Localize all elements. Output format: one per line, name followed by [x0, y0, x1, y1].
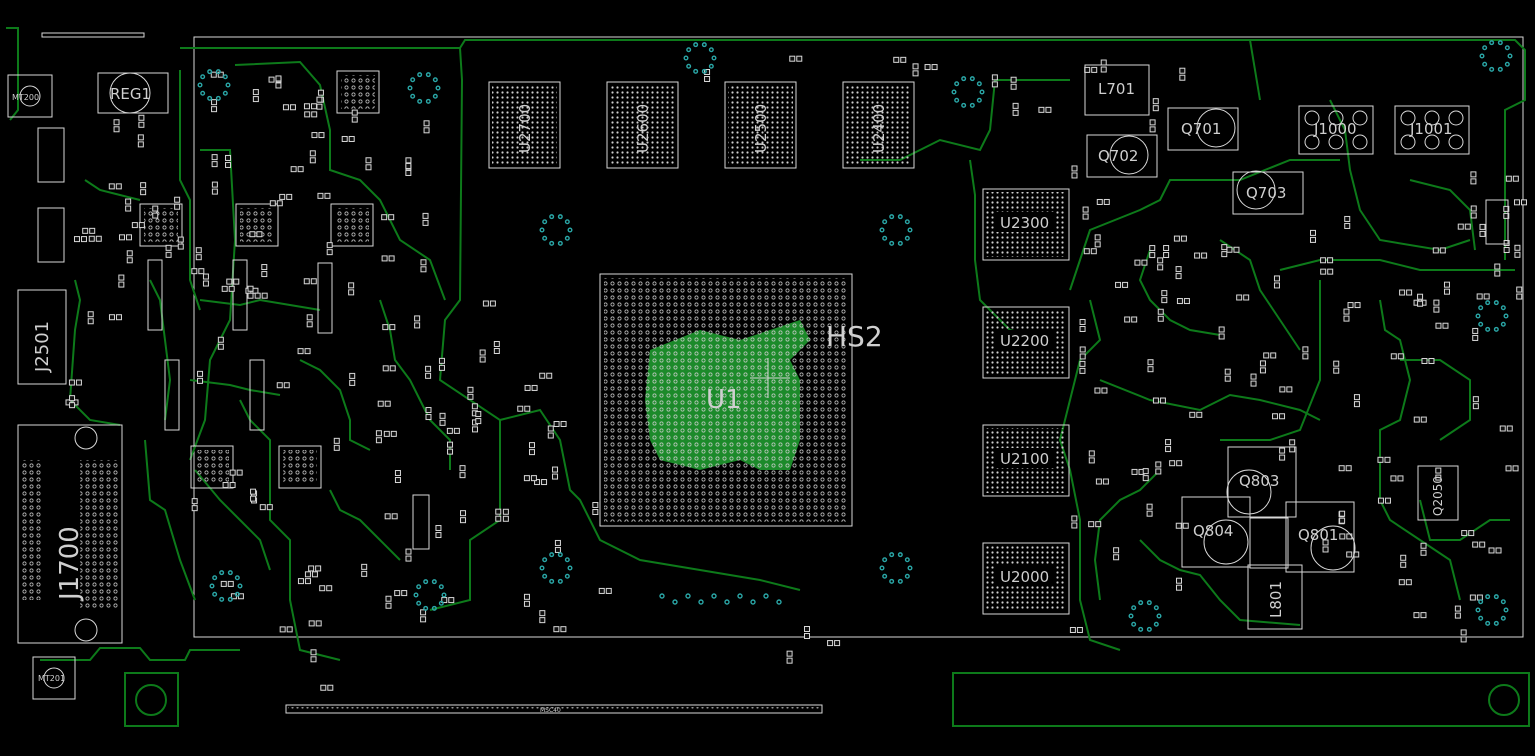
power-connector-label: J1001 — [1409, 120, 1453, 138]
memory-chip-u2600[interactable]: U2600 — [606, 81, 679, 169]
left-components: MT200 REG1 J2501 J1700 MT201 — [7, 32, 179, 727]
mount-hole-label: MT201 — [38, 674, 65, 683]
inductor-label: L701 — [1098, 80, 1135, 98]
inductor-l701[interactable]: L701 — [1084, 64, 1150, 116]
inductor-label: L801 — [1267, 581, 1285, 618]
memory-chip-u2300[interactable]: U2300 — [982, 188, 1070, 261]
mount-hole-bottom-left[interactable] — [124, 672, 179, 727]
memory-chip-label: U2300 — [1000, 214, 1049, 232]
edge-connector[interactable]: MSC40 — [285, 704, 823, 714]
fet-q803[interactable]: Q803 — [1226, 446, 1297, 518]
memory-chip-label: U2000 — [1000, 568, 1049, 586]
memory-chip-u2400[interactable]: U2400 — [842, 81, 915, 169]
fet-label: Q804 — [1193, 522, 1233, 540]
mount-hole-mt201[interactable]: MT201 — [32, 656, 76, 700]
memory-chip-label: U2100 — [1000, 450, 1049, 468]
connector-j1700[interactable]: J1700 — [17, 424, 123, 644]
inductor-l801[interactable]: L801 — [1247, 564, 1303, 630]
mount-hole-mt200[interactable]: MT200 — [7, 74, 53, 118]
gpu-package[interactable]: U1 HS2 — [599, 273, 883, 527]
fet-q703[interactable]: Q703 — [1232, 170, 1304, 215]
memory-chip-label: U2200 — [1000, 332, 1049, 350]
component-q2050[interactable]: Q2050 — [1417, 465, 1459, 521]
memory-chip-label: U2500 — [752, 104, 770, 153]
power-connector-j1000[interactable]: J1000 — [1298, 105, 1374, 155]
gpu-ball-grid — [604, 278, 848, 522]
connector-j2501[interactable]: J2501 — [17, 289, 67, 385]
connector-label: J2501 — [32, 321, 53, 373]
small-chips-left — [139, 70, 430, 550]
fet-label: Q703 — [1246, 184, 1286, 202]
memory-chips-top: U2700 U2600 U2500 U2400 — [488, 81, 915, 169]
connector-label: J1700 — [55, 526, 85, 602]
memory-chips-right: U2300 U2200 U2100 U2000 — [982, 188, 1070, 615]
memory-chip-label: U2400 — [870, 104, 888, 153]
fet-q801[interactable]: Q801 — [1285, 501, 1356, 573]
memory-chip-u2700[interactable]: U2700 — [488, 81, 561, 169]
right-components: L701 Q701 Q702 Q703 J1000 J1001 — [952, 64, 1530, 727]
passive-pads — [65, 55, 1527, 691]
component-label: Q2050 — [1431, 476, 1445, 516]
fet-label: Q803 — [1239, 472, 1279, 490]
regulator-reg1[interactable]: REG1 — [97, 72, 169, 114]
power-connector-j1001[interactable]: J1001 — [1394, 105, 1470, 155]
fet-label: Q701 — [1181, 120, 1221, 138]
mount-hole-label: MT200 — [12, 93, 39, 102]
memory-chip-label: U2700 — [516, 104, 534, 153]
regulator-label: REG1 — [110, 85, 151, 103]
memory-chip-label: U2600 — [634, 104, 652, 153]
memory-chip-u2200[interactable]: U2200 — [982, 306, 1070, 379]
fet-q701[interactable]: Q701 — [1167, 107, 1239, 151]
fet-label: Q801 — [1298, 526, 1338, 544]
via-rings — [197, 40, 1513, 632]
copper-traces — [6, 27, 1526, 661]
fet-q702[interactable]: Q702 — [1086, 134, 1158, 178]
slot-bracket-right — [952, 672, 1530, 727]
memory-chip-u2500[interactable]: U2500 — [724, 81, 797, 169]
power-connector-label: J1000 — [1313, 120, 1357, 138]
edge-connector-label: MSC40 — [540, 707, 561, 714]
fet-label: Q702 — [1098, 147, 1138, 165]
memory-chip-u2000[interactable]: U2000 — [982, 542, 1070, 615]
heatsink-label: HS2 — [826, 320, 883, 353]
memory-chip-u2100[interactable]: U2100 — [982, 424, 1070, 497]
gpu-label: U1 — [706, 385, 742, 415]
